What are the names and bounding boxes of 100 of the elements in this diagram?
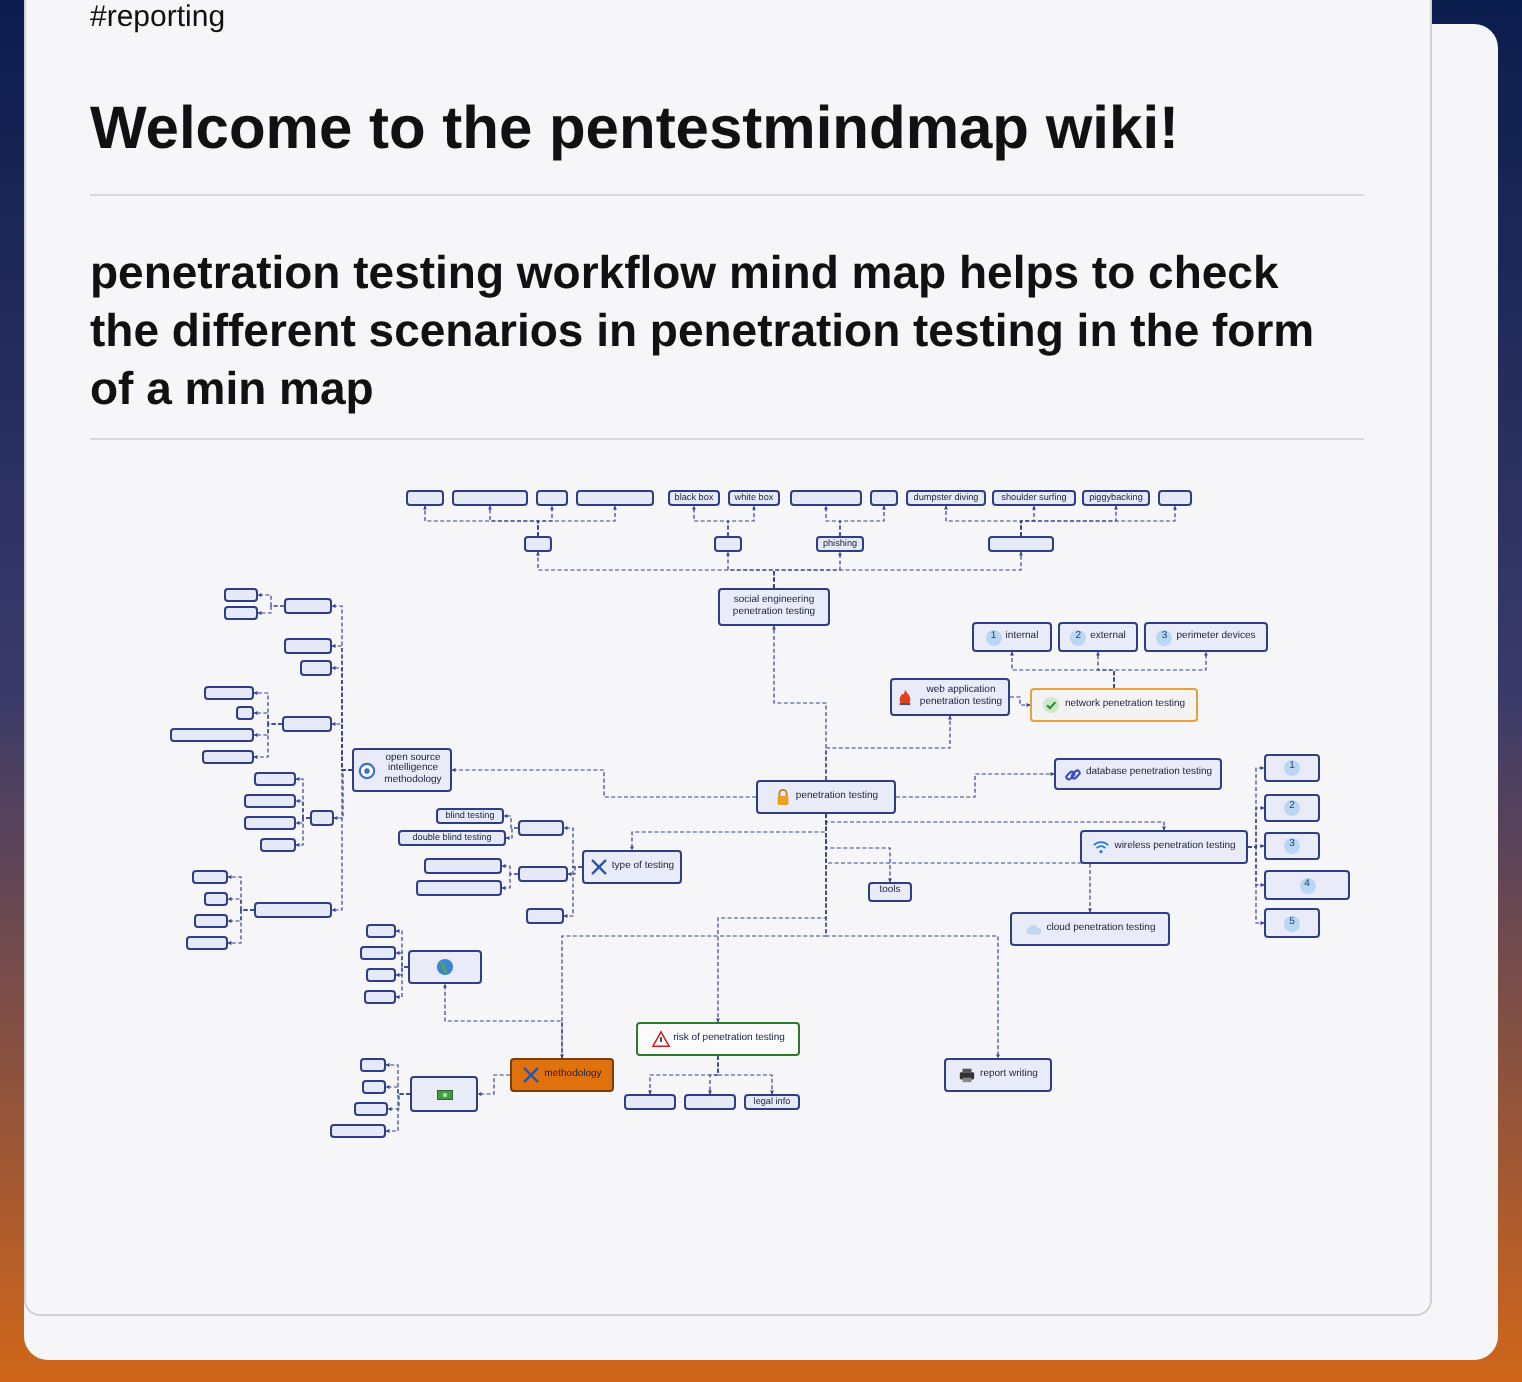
blank-topic-box <box>870 490 898 506</box>
blank-topic-box <box>224 606 258 620</box>
blank-topic-box <box>624 1094 676 1110</box>
connector-arrow <box>825 715 952 781</box>
connector-arrow <box>537 505 617 537</box>
topic-box <box>1054 758 1222 790</box>
topic-box <box>668 490 720 506</box>
topic-box <box>1082 490 1150 506</box>
blank-topic-box <box>254 902 332 918</box>
topic-box <box>1010 912 1170 946</box>
blank-topic-box <box>360 1058 386 1072</box>
connector-arrow <box>385 1093 411 1133</box>
topic-box <box>972 622 1052 652</box>
connector-arrow <box>505 827 519 840</box>
blank-topic-box <box>424 858 502 874</box>
blank-topic-box <box>410 1076 478 1112</box>
topic-box <box>510 1058 614 1092</box>
blank-topic-box <box>194 914 228 928</box>
topic-box <box>1264 870 1350 900</box>
connector-arrow <box>839 505 886 537</box>
blank-topic-box <box>360 946 396 960</box>
blank-topic-box <box>300 660 332 676</box>
blank-topic-box <box>192 870 228 884</box>
connector-arrow <box>395 951 409 968</box>
topic-box <box>890 678 1010 716</box>
topic-box <box>756 780 896 814</box>
topic-box <box>1264 832 1320 860</box>
topic-box <box>1080 830 1248 864</box>
blank-topic-box <box>354 1102 388 1116</box>
connector-arrow <box>395 966 409 999</box>
blank-topic-box <box>236 706 254 720</box>
blank-topic-box <box>362 1080 386 1094</box>
blank-topic-box <box>260 838 296 852</box>
blank-topic-box <box>330 1124 386 1138</box>
blank-topic-box <box>202 750 254 764</box>
topic-box <box>1264 908 1320 938</box>
blank-topic-box <box>284 598 332 614</box>
blank-topic-box <box>254 772 296 786</box>
topic-box <box>906 490 986 506</box>
blank-topic-box <box>310 810 334 826</box>
blank-topic-box <box>988 536 1054 552</box>
blank-topic-box <box>244 816 296 830</box>
page-title: Welcome to the pentestmindmap wiki! <box>90 96 1180 164</box>
connector-arrow <box>257 605 285 615</box>
blank-topic-box <box>408 950 482 984</box>
blank-topic-box <box>518 866 568 882</box>
connector-arrow <box>477 1074 511 1096</box>
blank-topic-box <box>576 490 654 506</box>
topic-box <box>1144 622 1268 652</box>
connector-arrow <box>1009 696 1031 707</box>
connector-arrow <box>1247 846 1265 925</box>
connector-arrow <box>895 772 1055 798</box>
topic-box <box>992 490 1076 506</box>
blank-topic-box <box>452 490 528 506</box>
connector-arrow <box>563 866 583 918</box>
connector-arrow <box>443 983 563 1059</box>
blank-topic-box <box>284 638 332 654</box>
connector-arrow <box>727 505 756 537</box>
blank-topic-box <box>170 728 254 742</box>
blank-topic-box <box>406 490 444 506</box>
connector-arrow <box>1020 505 1177 537</box>
blank-topic-box <box>224 588 258 602</box>
connector-arrow <box>1113 651 1208 689</box>
blank-topic-box <box>244 794 296 808</box>
connector-arrow <box>331 769 353 912</box>
connector-arrow <box>501 873 519 890</box>
connector-arrow <box>717 1055 774 1095</box>
topic-box <box>816 536 864 552</box>
topic-box <box>398 830 506 846</box>
topic-box <box>636 1022 800 1056</box>
topic-box <box>1264 754 1320 782</box>
blank-topic-box <box>1158 490 1192 506</box>
blank-topic-box <box>366 924 396 938</box>
blank-topic-box <box>364 990 396 1004</box>
blank-topic-box <box>536 490 568 506</box>
topic-box <box>744 1094 800 1110</box>
blank-topic-box <box>684 1094 736 1110</box>
topic-box <box>352 748 452 792</box>
blank-topic-box <box>204 686 254 700</box>
topic-box <box>868 882 912 902</box>
topic-box <box>436 808 504 824</box>
topic-box <box>718 588 830 626</box>
blank-topic-box <box>204 892 228 906</box>
blank-topic-box <box>526 908 564 924</box>
blank-topic-box <box>790 490 862 506</box>
blank-topic-box <box>416 880 502 896</box>
blank-topic-box <box>282 716 332 732</box>
blank-topic-box <box>524 536 552 552</box>
connector-arrow <box>451 768 757 798</box>
topic-box <box>1264 794 1320 822</box>
blank-topic-box <box>714 536 742 552</box>
topic-box <box>1030 688 1198 722</box>
blank-topic-box <box>518 820 564 836</box>
topic-box <box>582 850 682 884</box>
topic-box <box>1058 622 1138 652</box>
connector-arrow <box>227 909 255 945</box>
blank-topic-box <box>186 936 228 950</box>
topic-box <box>944 1058 1052 1092</box>
tag-text: #reporting <box>90 0 228 34</box>
connector-arrow <box>773 551 1023 589</box>
